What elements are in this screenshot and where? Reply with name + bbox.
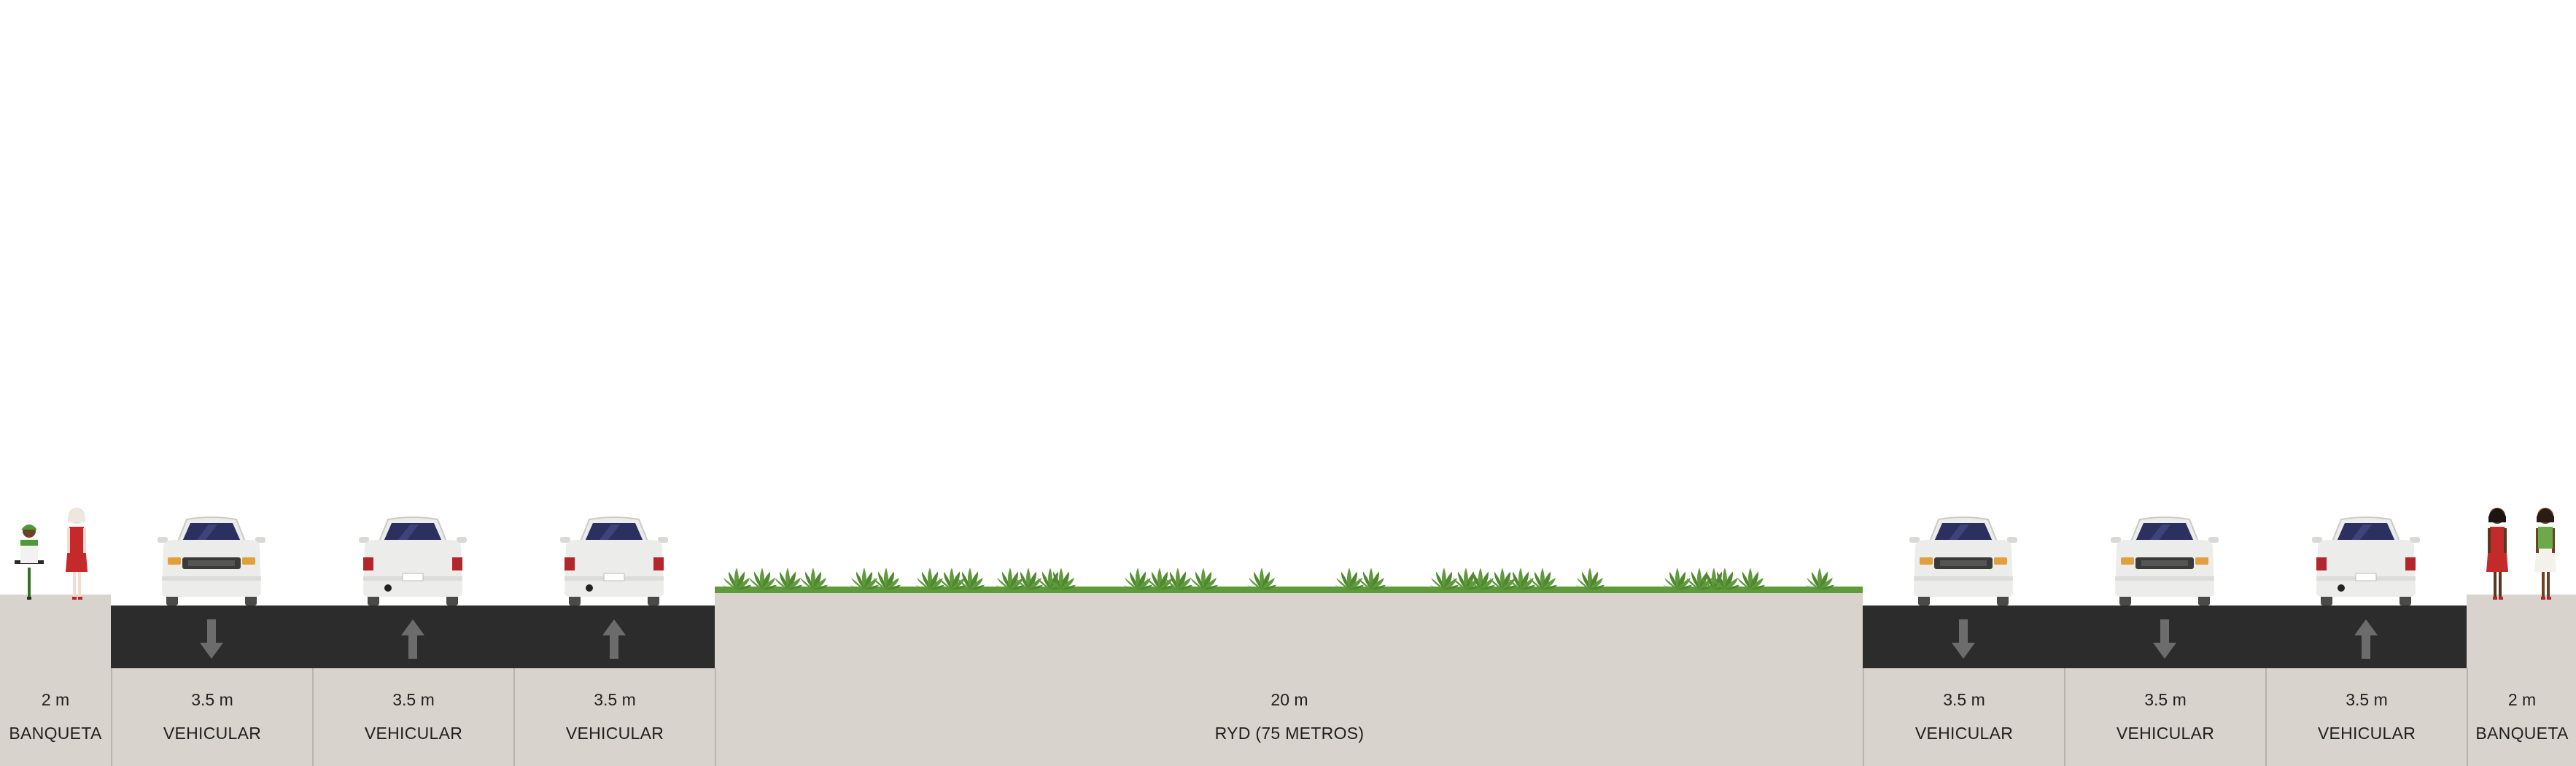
segment-name: BANQUETA — [2475, 724, 2569, 743]
plant-icon — [773, 568, 802, 590]
plant-icon — [1488, 568, 1517, 590]
plant-icon — [1014, 568, 1043, 590]
median-surface — [715, 592, 1863, 766]
segment-width: 3.5 m — [191, 690, 233, 709]
sidewalk-surface — [0, 595, 111, 766]
lane-label-base — [513, 668, 715, 766]
segment-name: VEHICULAR — [1914, 724, 2014, 743]
plant-icon — [1466, 568, 1495, 590]
plant-icon — [1805, 568, 1834, 590]
plant-icon — [1335, 568, 1364, 590]
grass-strip — [715, 587, 1863, 593]
segment-label-median[interactable]: 20 m RYD (75 METROS) — [715, 668, 1863, 766]
plant-icon — [996, 568, 1025, 590]
plant-icon — [1189, 568, 1218, 590]
plant-icon — [1047, 568, 1076, 590]
segment-width: 3.5 m — [392, 690, 435, 709]
segment-name: BANQUETA — [9, 724, 102, 743]
cyclist-icon — [15, 525, 44, 600]
pedestrian-icon — [2534, 508, 2556, 600]
segment-width: 3.5 m — [594, 690, 636, 709]
segment-name: VEHICULAR — [565, 724, 664, 743]
direction-arrow-icon — [602, 619, 626, 659]
plant-icon — [799, 568, 828, 590]
segment-label-lane-6[interactable]: 3.5 m VEHICULAR — [2265, 668, 2467, 766]
segment-label-lane-2[interactable]: 3.5 m VEHICULAR — [312, 668, 513, 766]
segment-width: 2 m — [2507, 690, 2537, 709]
lane-label-base — [2265, 668, 2467, 766]
lane-label-base — [1863, 668, 2064, 766]
car-front-icon — [1909, 517, 2017, 606]
car-rear-icon — [560, 517, 668, 606]
plant-icon — [1357, 568, 1386, 590]
lane-label-base — [2064, 668, 2265, 766]
segment-width: 2 m — [41, 690, 70, 709]
segment-label-lane-4[interactable]: 3.5 m VEHICULAR — [1863, 668, 2064, 766]
segment-name: VEHICULAR — [2317, 724, 2416, 743]
car-rear-icon — [359, 517, 467, 606]
plant-icon — [872, 568, 901, 590]
segment-name: RYD (75 METROS) — [1214, 724, 1365, 743]
plant-icon — [748, 568, 777, 590]
plant-icon — [1710, 568, 1739, 590]
direction-arrow-icon — [2153, 619, 2176, 659]
pedestrian-icon — [2486, 508, 2508, 600]
segment-label-sidewalk-left[interactable]: 2 m BANQUETA — [0, 668, 111, 766]
car-rear-icon — [2312, 517, 2420, 606]
segment-width: 20 m — [1270, 690, 1308, 709]
plant-icon — [1575, 568, 1605, 590]
lane-arrows — [200, 619, 2378, 659]
plant-icon — [1736, 568, 1765, 590]
segment-label-lane-5[interactable]: 3.5 m VEHICULAR — [2064, 668, 2265, 766]
pedestrian-top — [2538, 527, 2553, 549]
plant-icon — [1163, 568, 1192, 590]
car-front-icon — [2111, 517, 2219, 606]
median-planting — [722, 568, 1834, 590]
people — [15, 508, 2556, 600]
sidewalk-surface — [2467, 595, 2576, 766]
plant-icon — [1247, 568, 1276, 590]
car-front-icon — [158, 517, 265, 606]
plant-icon — [1145, 568, 1174, 590]
plant-icon — [850, 568, 879, 590]
plant-icon — [915, 568, 944, 590]
segment-label-lane-1[interactable]: 3.5 m VEHICULAR — [111, 668, 312, 766]
plant-icon — [955, 568, 985, 590]
segment-label-lane-3[interactable]: 3.5 m VEHICULAR — [513, 668, 715, 766]
plant-icon — [1506, 568, 1535, 590]
plant-icon — [1429, 568, 1459, 590]
direction-arrow-icon — [200, 619, 223, 659]
lane-label-base — [111, 668, 312, 766]
plant-icon — [1123, 568, 1152, 590]
vehicles — [158, 517, 2420, 606]
segment-name: VEHICULAR — [364, 724, 463, 743]
segment-label-sidewalk-right[interactable]: 2 m BANQUETA — [2467, 668, 2576, 766]
pedestrian-icon — [66, 508, 88, 600]
segment-width: 3.5 m — [2144, 690, 2187, 709]
lane-label-base — [312, 668, 513, 766]
segment-name: VEHICULAR — [163, 724, 262, 743]
direction-arrow-icon — [1952, 619, 1975, 659]
plant-icon — [937, 568, 966, 590]
segment-width: 3.5 m — [2346, 690, 2388, 709]
segment-width: 3.5 m — [1943, 690, 1985, 709]
plant-icon — [722, 568, 751, 590]
plant-icon — [1528, 568, 1557, 590]
segment-labels: 2 m BANQUETA 3.5 m VEHICULAR 3.5 m VEHIC… — [0, 668, 2576, 766]
direction-arrow-icon — [401, 619, 424, 659]
direction-arrow-icon — [2354, 619, 2378, 659]
segment-name: VEHICULAR — [2116, 724, 2215, 743]
plant-icon — [1663, 568, 1692, 590]
